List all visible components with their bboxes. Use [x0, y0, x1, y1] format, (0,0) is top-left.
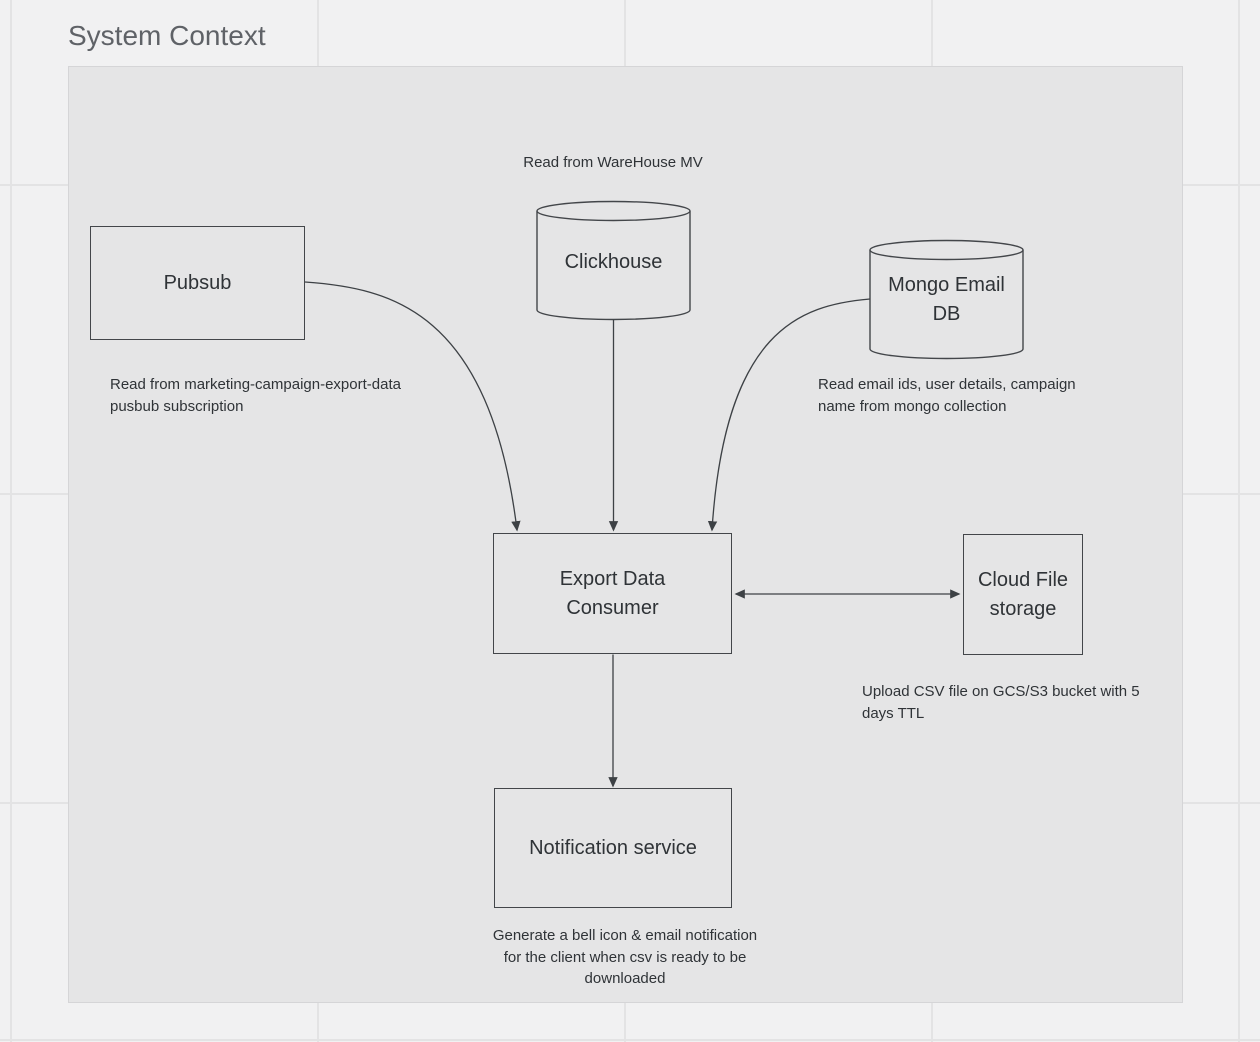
- node-mongo-label-line2: DB: [932, 303, 961, 325]
- annotation-line: Read from WareHouse MV: [523, 154, 703, 171]
- node-cloud-label-line1: Cloud File: [977, 568, 1069, 591]
- node-export-label-line1: Export Data: [559, 567, 666, 590]
- annotation-mongo[interactable]: Read email ids, user details, campaign n…: [818, 374, 1076, 417]
- annotation-line: Upload CSV file on GCS/S3 bucket with 5: [862, 683, 1140, 700]
- grid-line: [10, 0, 12, 1042]
- annotation-clickhouse[interactable]: Read from WareHouse MV: [463, 152, 763, 174]
- annotation-line: Read email ids, user details, campaign: [818, 376, 1076, 393]
- annotation-line: name from mongo collection: [818, 397, 1007, 415]
- node-export-data-consumer[interactable]: Export Data Consumer: [493, 533, 732, 654]
- annotation-line: downloaded: [584, 970, 666, 987]
- node-cloud-label-line2: storage: [989, 597, 1057, 620]
- node-notification-label: Notification service: [529, 836, 697, 859]
- node-export-label-line2: Consumer: [566, 596, 659, 619]
- grid-line: [0, 1039, 1260, 1041]
- grid-line: [1238, 0, 1240, 1042]
- annotation-line: Generate a bell icon & email notificatio…: [492, 927, 758, 944]
- node-clickhouse[interactable]: Clickhouse: [537, 218, 690, 306]
- node-cloud-file-storage[interactable]: Cloud File storage: [963, 534, 1083, 655]
- annotation-cloud-storage[interactable]: Upload CSV file on GCS/S3 bucket with 5 …: [862, 681, 1140, 724]
- annotation-line: pusbub subscription: [110, 397, 244, 415]
- annotation-line: days TTL: [862, 704, 925, 722]
- page-title[interactable]: System Context: [68, 20, 266, 51]
- node-clickhouse-label: Clickhouse: [564, 250, 663, 273]
- annotation-line: Read from marketing-campaign-export-data: [110, 376, 401, 393]
- annotation-line: for the client when csv is ready to be: [503, 948, 747, 966]
- node-mongo-email-db[interactable]: Mongo Email DB: [870, 256, 1023, 344]
- annotation-pubsub[interactable]: Read from marketing-campaign-export-data…: [110, 374, 401, 417]
- node-pubsub-label: Pubsub: [163, 271, 232, 294]
- node-mongo-label-line1: Mongo Email: [888, 274, 1005, 296]
- node-pubsub[interactable]: Pubsub: [90, 226, 305, 340]
- annotation-notification[interactable]: Generate a bell icon & email notificatio…: [460, 925, 790, 990]
- node-notification-service[interactable]: Notification service: [494, 788, 732, 908]
